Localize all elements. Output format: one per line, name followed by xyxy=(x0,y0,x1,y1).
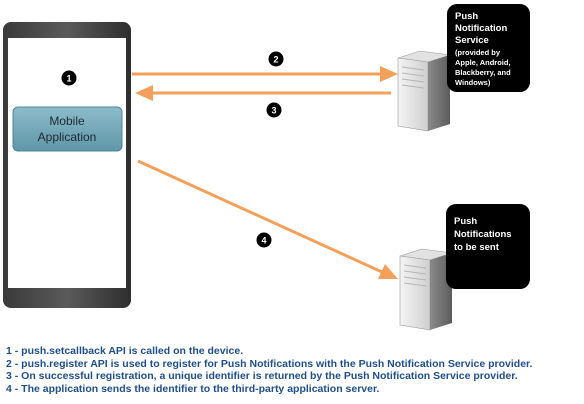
app-label-line-1: Mobile xyxy=(49,114,85,128)
step-badge-4: 4 xyxy=(256,232,272,248)
server-1-drive-bays xyxy=(401,66,425,89)
arrow-2-head xyxy=(380,66,398,82)
server-push-notification-service xyxy=(397,50,451,132)
push-service-detail-line-3: Blackberry, and xyxy=(455,68,511,77)
push-service-title-line-3: Service xyxy=(455,35,489,46)
legend-step-3: 3 - On successful registration, a unique… xyxy=(6,370,518,383)
push-service-detail-line-1: (provided by xyxy=(455,48,501,57)
push-service-bubble-box xyxy=(447,4,530,92)
third-party-title-line-3: to be sent xyxy=(454,242,500,253)
server-2-drive-bays xyxy=(403,264,427,287)
app-label-line-2: Application xyxy=(38,130,97,144)
server-2-front xyxy=(399,255,431,331)
step-number-1: 1 xyxy=(66,74,71,84)
mobile-phone: Mobile Application xyxy=(3,22,131,308)
server-1-side xyxy=(428,55,450,131)
third-party-bubble: Push Notifications to be sent xyxy=(446,204,530,289)
legend-step-1: 1 - push.setcallback API is called on th… xyxy=(6,345,244,357)
arrows xyxy=(132,66,398,279)
arrow-4-head xyxy=(378,264,398,279)
third-party-title-line-2: Notifications xyxy=(454,229,512,240)
legend-step-2: 2 - push.register API is used to registe… xyxy=(6,357,533,370)
push-service-detail-line-4: Windows) xyxy=(455,78,491,87)
arrow-3-head xyxy=(135,85,153,101)
push-service-detail-line-2: Apple, Android, xyxy=(455,58,511,67)
step-number-2: 2 xyxy=(273,55,278,65)
push-service-bubble: Push Notification Service (provided by A… xyxy=(447,4,530,92)
mobile-application-box xyxy=(12,106,123,152)
step-badge-2: 2 xyxy=(268,51,284,67)
step-badge-3: 3 xyxy=(266,102,282,118)
server-third-party xyxy=(399,248,453,331)
step-number-4: 4 xyxy=(261,236,266,246)
third-party-title-line-1: Push xyxy=(454,216,477,227)
arrow-4-send-identifier xyxy=(137,159,383,274)
step-legend: 1 - push.setcallback API is called on th… xyxy=(6,345,581,395)
push-service-title-line-2: Notification xyxy=(455,23,507,34)
push-service-title-line-1: Push xyxy=(455,11,478,22)
third-party-bubble-box xyxy=(446,204,530,289)
legend-step-4: 4 - The application sends the identifier… xyxy=(6,382,380,395)
step-badge-1: 1 xyxy=(61,70,77,86)
step-number-3: 3 xyxy=(271,106,276,116)
